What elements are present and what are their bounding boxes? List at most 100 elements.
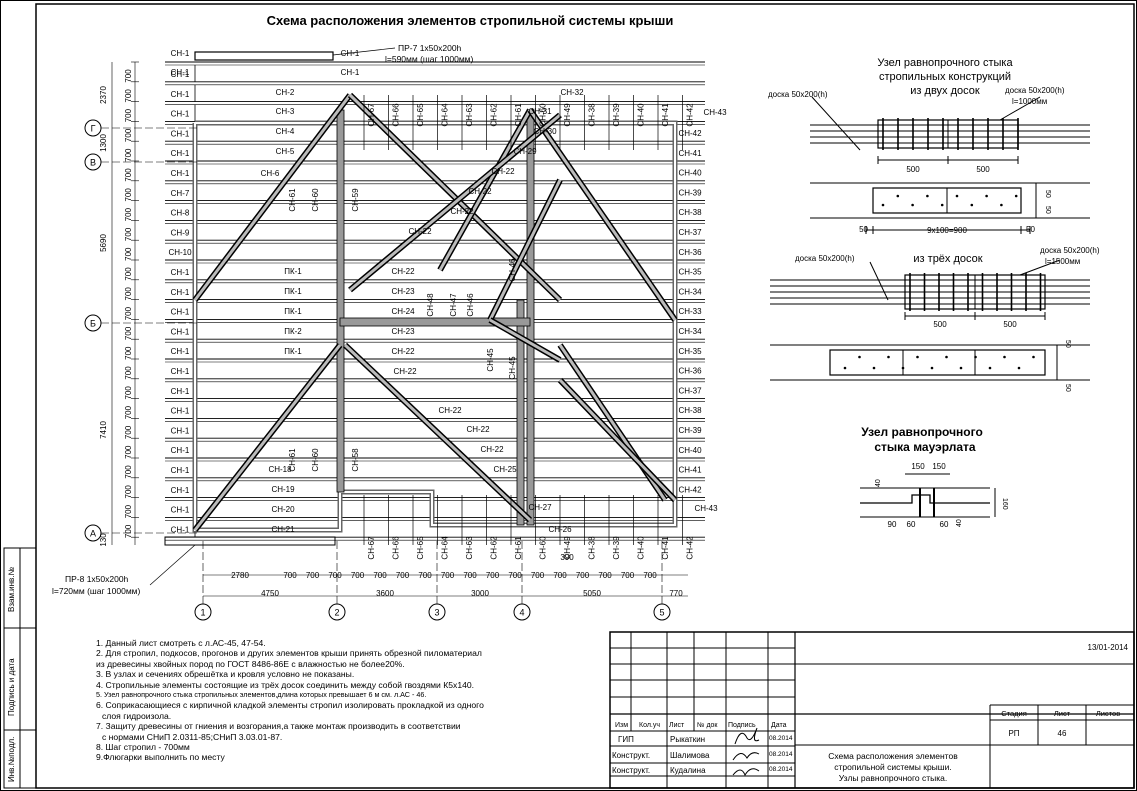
note-line: 3. В узлах и сечениях обрешётка и кровля… [96,669,355,680]
stamp-k2-role: Конструкт. [612,766,650,775]
rafter-label-right: СН-35 [678,347,702,356]
node3-d150a: 150 [911,462,925,471]
node2-dim-a: 500 [933,320,947,329]
element-label: СН-22 [438,406,462,415]
node2-board-right: доска 50х200(h) [1040,246,1100,255]
axis-letter: Б [90,319,96,329]
rafter-label-bottom: СН-61 [514,536,523,560]
dim-small: 700 [124,366,133,380]
element-label: СН-27 [528,503,552,512]
axis-number: 5 [659,608,664,618]
note-line: 2. Для стропил, подкосов, прогонов и дру… [96,648,482,659]
dim-left: 7410 [99,421,108,439]
signature-k2 [732,768,760,777]
note-line: из древесины хвойных пород по ГОСТ 8486-… [96,658,405,669]
rafter-label-right: СН-42 [678,129,702,138]
dim-small: 700 [124,326,133,340]
rafter-label-right: СН-35 [678,268,702,277]
hip-rafter-inner [193,94,352,301]
nail-dot [911,203,914,207]
rafter-label-left: СН-1 [171,426,190,435]
note-line: 5. Узел равнопрочного стыка стропильных … [96,690,427,700]
nail-dot [945,355,948,359]
leader-line [149,544,196,586]
nail-dot [1003,355,1006,359]
rafter-label-left: СН-1 [171,347,190,356]
rafter-label-bottom: СН-63 [465,536,474,560]
rafter-label-left: СН-1 [171,367,190,376]
dim-bottom2: 5050 [583,589,601,598]
inner-frame [35,3,1135,789]
stamp-col-doc: № док [697,722,718,729]
stamp-gip-role: ГИП [618,735,634,744]
element-label: СН-43 [703,108,727,117]
nail-dot [926,194,929,198]
rafter-label-top: СН-38 [588,103,597,127]
element-label: СН-22 [480,445,504,454]
ridge-beam [339,317,531,327]
axis-number: 1 [200,608,205,618]
dim-small: 700 [124,188,133,202]
note-line: 8. Шаг стропил - 700мм [96,742,190,753]
element-label: СН-43 [694,504,718,513]
rafter-label-bottom: СН-65 [416,536,425,560]
leader-line [332,47,396,56]
element-label: СН-3 [276,107,295,116]
top-purlin-label2: l=590мм (шаг 1000мм) [385,54,474,64]
note-line: 1. Данный лист смотреть с л.АС-45, 47-54… [96,638,266,648]
rafter-label-left: СН-1 [171,169,190,178]
element-label: ПК-1 [284,287,302,296]
rafter-label-top: СН-64 [441,103,450,127]
rafter-label-right: СН-37 [678,386,702,395]
node3-d150b: 150 [932,462,946,471]
nail-dot [970,203,974,207]
element-label: СН-4 [276,127,295,136]
vertical-beam [516,299,525,526]
nail-dot [843,366,847,370]
stamp-sheet-h: Лист [1054,709,1071,718]
dim-small: 700 [124,386,133,400]
dim-bottom: 700 [486,571,500,580]
element-label: СН-32 [560,88,584,97]
dim-bottom: 700 [396,571,410,580]
signature-k1 [732,752,760,761]
rafter-label-bottom: СН-67 [367,536,376,560]
node1-board-right: доска 50х200(h) [1005,86,1065,95]
element-label: СН-18 [268,465,292,474]
dim-small: 700 [124,267,133,281]
dim-bottom: 700 [328,571,342,580]
rafter-label-right: СН-34 [678,287,702,296]
stamp-gip-date: 08.2014 [769,735,793,742]
node3-d60a: 60 [907,520,916,529]
element-label: СН-22 [450,207,474,216]
node1-end-right: 50 [1026,225,1035,234]
element-label: СН-6 [261,169,280,178]
nail-dot [974,355,977,359]
rafter-label-left: СН-1 [171,110,190,119]
stamp-col-izm: Изм [615,722,628,729]
nail-dot [1017,366,1021,370]
stamp-title2: стропильной системы крыши. [834,762,951,772]
node2-board-left: доска 50х200(h) [795,254,855,263]
dim-bottom: 700 [508,571,522,580]
rafter-label-left: СН-1 [171,327,190,336]
nail-dot [940,203,944,207]
rafter-label-right: СН-41 [678,466,702,475]
rafter-label-right: СН-33 [678,307,702,316]
dim-small: 700 [124,148,133,162]
dim-left: 5690 [99,234,108,252]
stamp-stage-h: Стадия [1001,709,1027,718]
stamp-col-date: Дата [771,722,787,729]
node2-side1: 50 [1064,340,1071,348]
dim-small: 700 [124,89,133,103]
bottom-purlin-label2: l=720мм (шаг 1000мм) [52,586,141,596]
nail-dot [887,355,890,359]
dim-small: 700 [124,306,133,320]
axis-number: 3 [434,608,439,618]
dim-small: 700 [124,247,133,261]
stamp-sheets-h: Листов [1096,709,1120,718]
dim-small: 700 [124,346,133,360]
side-stamp-inv: Инв.№подл. [7,737,16,782]
stamp-col-list: Лист [669,722,685,729]
